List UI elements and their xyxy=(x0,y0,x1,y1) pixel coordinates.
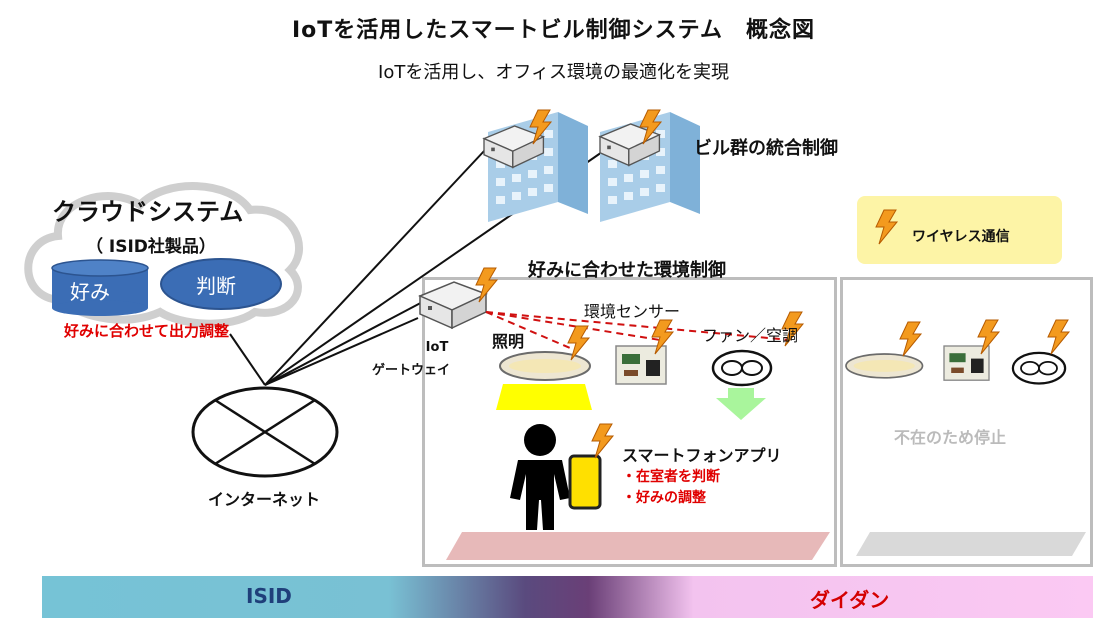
floor-occupied xyxy=(446,532,830,560)
wireless-bolt-icon xyxy=(899,321,922,357)
wireless-bolt-icon xyxy=(591,423,614,459)
iot-gateway-icon xyxy=(419,281,487,329)
preference-db-label: 好み xyxy=(70,280,110,304)
gateway-label-line2: ゲートウェイ xyxy=(372,363,451,378)
judgment-db-icon xyxy=(160,258,282,310)
light-beam xyxy=(496,384,592,410)
wireless-legend-label: ワイヤレス通信 xyxy=(912,229,1010,245)
cloud-vendor-label: （ ISID社製品） xyxy=(86,237,216,257)
lighting-icon xyxy=(845,353,924,379)
diagram-subtitle: IoTを活用し、オフィス環境の最適化を実現 xyxy=(378,62,729,83)
fan-ac-label: ファン／空調 xyxy=(702,326,799,345)
preference-db-icon xyxy=(51,259,149,316)
smartphone-app-label: スマートフォンアプリ xyxy=(622,446,782,465)
wireless-legend xyxy=(857,196,1062,264)
environment-sensor-icon xyxy=(615,345,667,385)
absent-stop-label: 不在のため停止 xyxy=(894,428,1007,447)
environment-sensor-label: 環境センサー xyxy=(584,302,681,321)
wireless-bolt-icon xyxy=(875,209,898,245)
airflow-arrow xyxy=(716,388,766,420)
lighting-label: 照明 xyxy=(492,332,525,351)
cloud-system-label: クラウドシステム xyxy=(52,198,244,226)
vacant-room xyxy=(840,277,1093,567)
daidan-label: ダイダン xyxy=(810,588,890,612)
buildings-control-label: ビル群の統合制御 xyxy=(694,138,838,159)
wireless-bolt-icon xyxy=(1047,319,1070,355)
fan-icon xyxy=(711,349,773,387)
internet-icon xyxy=(191,386,339,478)
lighting-icon xyxy=(499,351,591,381)
smartphone-feature-1: ・在室者を判断 xyxy=(622,469,720,485)
smartphone-feature-2: ・好みの調整 xyxy=(622,490,706,506)
environment-control-heading: 好みに合わせた環境制御 xyxy=(528,260,726,281)
diagram-title: IoTを活用したスマートビル制御システム 概念図 xyxy=(292,18,815,43)
isid-label: ISID xyxy=(246,584,292,608)
fan-icon xyxy=(1011,351,1067,385)
responsibility-bar xyxy=(42,576,1093,618)
internet-label: インターネット xyxy=(208,490,321,509)
judgment-db-label: 判断 xyxy=(196,274,236,298)
floor-vacant xyxy=(856,532,1086,556)
output-adjust-note: 好みに合わせて出力調整 xyxy=(64,322,230,340)
gateway-label-line1: IoT xyxy=(425,340,449,355)
smartphone-icon xyxy=(568,454,602,510)
wireless-links xyxy=(485,311,791,349)
person-icon xyxy=(510,424,570,530)
